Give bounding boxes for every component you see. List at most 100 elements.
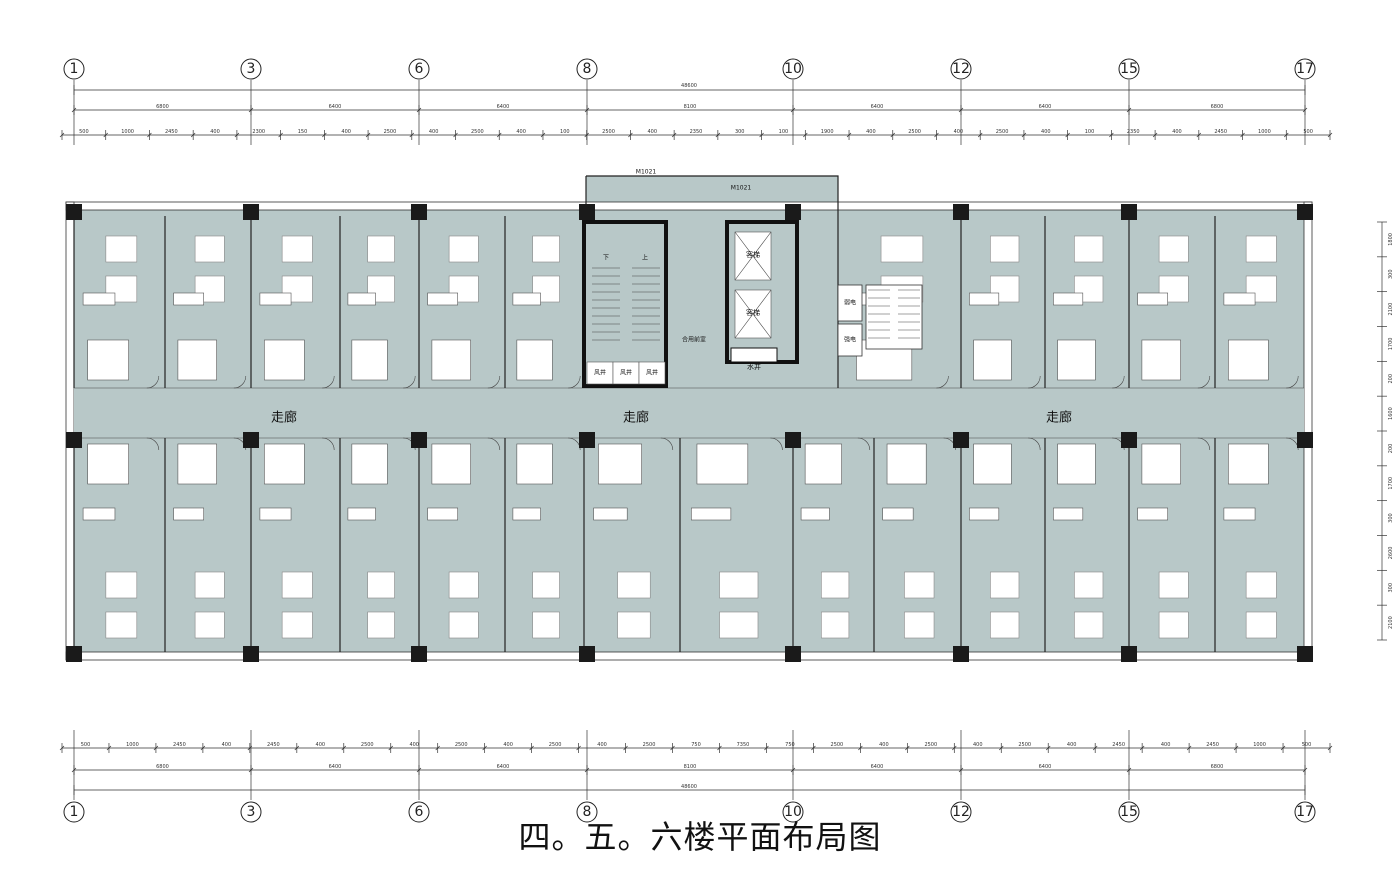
door-swing (936, 375, 949, 389)
bed (990, 611, 1020, 639)
detail-dim-top-text: 400 (954, 129, 964, 135)
column (785, 204, 801, 220)
bed (194, 235, 225, 263)
column (579, 432, 595, 448)
axis-bubble (1294, 58, 1316, 80)
detail-dim-top-text: 2500 (996, 129, 1009, 135)
detail-dim-bottom-text: 400 (1161, 742, 1171, 748)
bathroom (1057, 339, 1096, 381)
bed (532, 275, 560, 303)
detail-dim-bottom-text: 400 (503, 742, 513, 748)
bathroom (1141, 339, 1181, 381)
bed (904, 611, 935, 639)
desk (347, 292, 376, 306)
strong-current-label: 强电 (844, 336, 856, 344)
axis-label: 8 (583, 804, 592, 820)
door-swing (1028, 375, 1041, 389)
axis-bubble (240, 58, 262, 80)
bathroom (516, 443, 553, 485)
column (1297, 204, 1313, 220)
detail-dim-bottom-text: 2500 (549, 742, 562, 748)
column (785, 432, 801, 448)
bed (990, 235, 1020, 263)
water-shaft-label: 水井 (747, 362, 761, 371)
bed (1245, 235, 1277, 263)
detail-dim-bottom-text: 500 (81, 742, 91, 748)
detail-dim-bottom-text: 500 (1302, 742, 1312, 748)
desk (1223, 292, 1256, 306)
axis-bubble (576, 801, 598, 823)
door-swing (1197, 437, 1211, 451)
detail-dim-bottom-text: 1000 (1253, 742, 1266, 748)
desk (1053, 292, 1084, 306)
bed (617, 571, 651, 599)
desk (259, 507, 292, 521)
door-swing (1112, 375, 1125, 389)
door-swing (568, 437, 581, 451)
bed (105, 611, 138, 639)
main-dim-bottom-text: 6800 (156, 764, 169, 770)
bathroom (177, 443, 217, 485)
main-dim-bottom-text: 6400 (1039, 764, 1052, 770)
detail-dim-bottom-text: 2500 (924, 742, 937, 748)
right-dim-text: 2100 (1388, 303, 1394, 316)
bathroom (351, 443, 388, 485)
desk (512, 507, 541, 521)
bed (105, 235, 138, 263)
main-dim-top-text: 6800 (1211, 104, 1224, 110)
desk (800, 507, 830, 521)
bed (1158, 235, 1189, 263)
axis-label: 6 (415, 804, 424, 820)
column (1121, 204, 1137, 220)
door-swing (1197, 375, 1211, 389)
door-swing (146, 375, 160, 389)
column (953, 204, 969, 220)
axis-label: 10 (784, 61, 802, 77)
detail-dim-top-text: 2350 (1127, 129, 1140, 135)
bathroom (696, 443, 749, 485)
door-swing (233, 437, 247, 451)
structural-columns (66, 204, 1313, 662)
detail-dim-top-text: 2500 (384, 129, 397, 135)
stair-down-label: 下 (603, 255, 609, 262)
main-dim-bottom-text: 8100 (684, 764, 697, 770)
detail-dim-top-text: 150 (298, 129, 308, 135)
right-dim-text: 1700 (1388, 338, 1394, 351)
desk (882, 507, 914, 521)
detail-dim-bottom-text: 2500 (361, 742, 374, 748)
axis-label: 12 (952, 61, 970, 77)
main-dim-top-text: 6400 (871, 104, 884, 110)
axis-bubble (950, 801, 972, 823)
bathroom (1228, 339, 1269, 381)
bed (821, 611, 850, 639)
bathroom (431, 339, 471, 381)
bathroom (804, 443, 842, 485)
main-dim-top-text: 8100 (684, 104, 697, 110)
door-swing (322, 375, 335, 389)
detail-dim-bottom-text: 2500 (831, 742, 844, 748)
axis-label: 3 (247, 804, 256, 820)
bed (719, 611, 759, 639)
axis-bubble (782, 801, 804, 823)
bed (194, 571, 225, 599)
drawing-title: 四。五。六楼平面布局图 (518, 818, 882, 856)
desk (427, 507, 459, 521)
detail-dim-bottom-text: 400 (879, 742, 889, 748)
bed (880, 235, 924, 263)
column (243, 204, 259, 220)
door-swing (568, 375, 581, 389)
axis-bubble (408, 58, 430, 80)
bathroom (87, 443, 129, 485)
bathroom (351, 339, 388, 381)
door-swing (1028, 437, 1041, 451)
bed (719, 571, 759, 599)
detail-dim-top-text: 1900 (821, 129, 834, 135)
column (579, 646, 595, 662)
bed (448, 235, 479, 263)
bed (821, 571, 850, 599)
door-swing (322, 437, 335, 451)
detail-dim-top-text: 1000 (121, 129, 134, 135)
detail-dim-bottom-text: 2500 (643, 742, 656, 748)
bed (1158, 571, 1189, 599)
